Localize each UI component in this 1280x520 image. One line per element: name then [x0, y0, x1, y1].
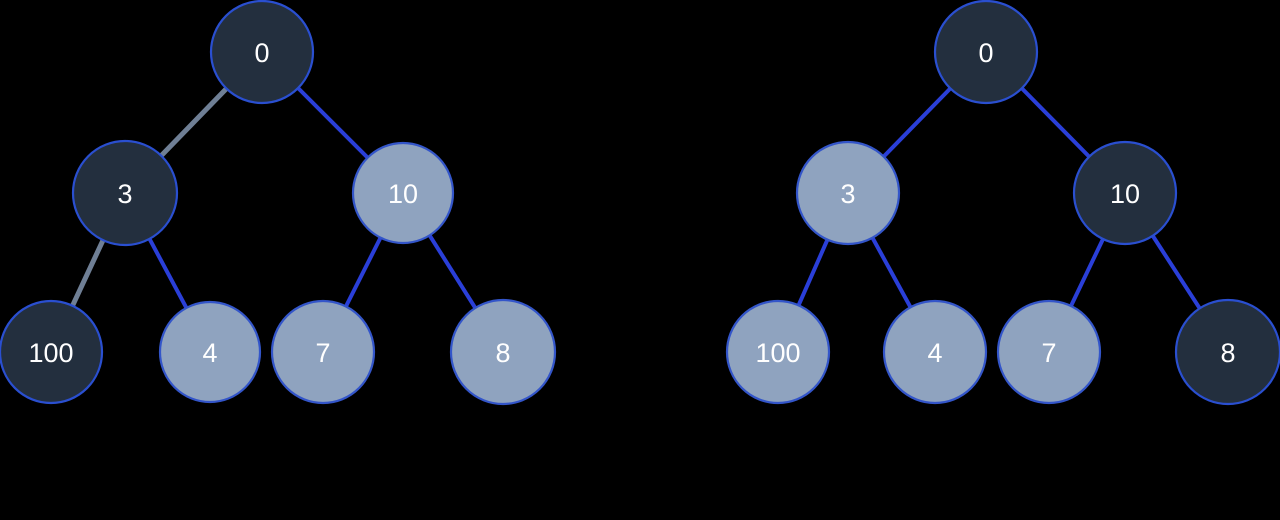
node-label-R7: 7: [1041, 338, 1056, 368]
node-label-R8: 8: [1220, 338, 1235, 368]
tree-edge-L0-L10: [294, 84, 372, 162]
tree-node-L4[interactable]: 4: [158, 300, 262, 404]
node-circle-R3[interactable]: [795, 140, 901, 246]
node-label-R0: 0: [978, 38, 993, 68]
tree-node-L3[interactable]: 3: [71, 139, 179, 247]
tree-edge-L10-L7: [343, 233, 384, 311]
tree-edge-R3-R100: [795, 235, 831, 310]
tree-node-L0[interactable]: 0: [209, 0, 315, 105]
node-circle-L10[interactable]: [351, 141, 455, 245]
tree-node-L7[interactable]: 7: [270, 299, 376, 405]
tree-node-R7[interactable]: 7: [996, 299, 1102, 405]
tree-edge-L3-L4: [146, 235, 190, 312]
tree-edge-L10-L8: [426, 231, 479, 312]
node-circle-R4[interactable]: [882, 299, 988, 405]
edges-layer: [69, 84, 1203, 313]
node-label-L10: 10: [388, 179, 418, 209]
tree-edge-L0-L3: [157, 84, 231, 160]
tree-edge-R10-R8: [1149, 232, 1203, 313]
node-circle-L100[interactable]: [0, 299, 104, 405]
node-circle-R10[interactable]: [1072, 140, 1178, 246]
tree-node-R8[interactable]: 8: [1174, 298, 1280, 406]
node-circle-L7[interactable]: [270, 299, 376, 405]
tree-node-R4[interactable]: 4: [882, 299, 988, 405]
node-label-L4: 4: [202, 338, 217, 368]
node-label-L100: 100: [28, 338, 73, 368]
tree-node-R0[interactable]: 0: [933, 0, 1039, 105]
tree-node-L10[interactable]: 10: [351, 141, 455, 245]
node-circle-R100[interactable]: [725, 299, 831, 405]
node-label-L3: 3: [117, 179, 132, 209]
node-circle-R0[interactable]: [933, 0, 1039, 105]
node-label-R3: 3: [840, 179, 855, 209]
tree-node-L100[interactable]: 100: [0, 299, 104, 405]
node-label-L7: 7: [315, 338, 330, 368]
tree-edge-R10-R7: [1068, 235, 1106, 310]
node-label-L0: 0: [254, 38, 269, 68]
tree-node-R10[interactable]: 10: [1072, 140, 1178, 246]
node-label-L8: 8: [495, 338, 510, 368]
tree-node-R3[interactable]: 3: [795, 140, 901, 246]
tree-edge-L3-L100: [69, 235, 107, 311]
nodes-layer: 0 3 10 100 4 7 8 0 3 10 100 4 7 8: [0, 0, 1280, 406]
node-circle-L3[interactable]: [71, 139, 179, 247]
node-circle-R7[interactable]: [996, 299, 1102, 405]
node-circle-R8[interactable]: [1174, 298, 1280, 406]
tree-edge-R3-R4: [869, 233, 914, 312]
node-circle-L4[interactable]: [158, 300, 262, 404]
tree-node-R100[interactable]: 100: [725, 299, 831, 405]
node-label-R100: 100: [755, 338, 800, 368]
node-label-R4: 4: [927, 338, 942, 368]
tree-node-L8[interactable]: 8: [449, 298, 557, 406]
tree-edge-R0-R3: [880, 85, 954, 160]
node-circle-L0[interactable]: [209, 0, 315, 105]
tree-edge-R0-R10: [1018, 84, 1093, 161]
node-circle-L8[interactable]: [449, 298, 557, 406]
node-label-R10: 10: [1110, 179, 1140, 209]
